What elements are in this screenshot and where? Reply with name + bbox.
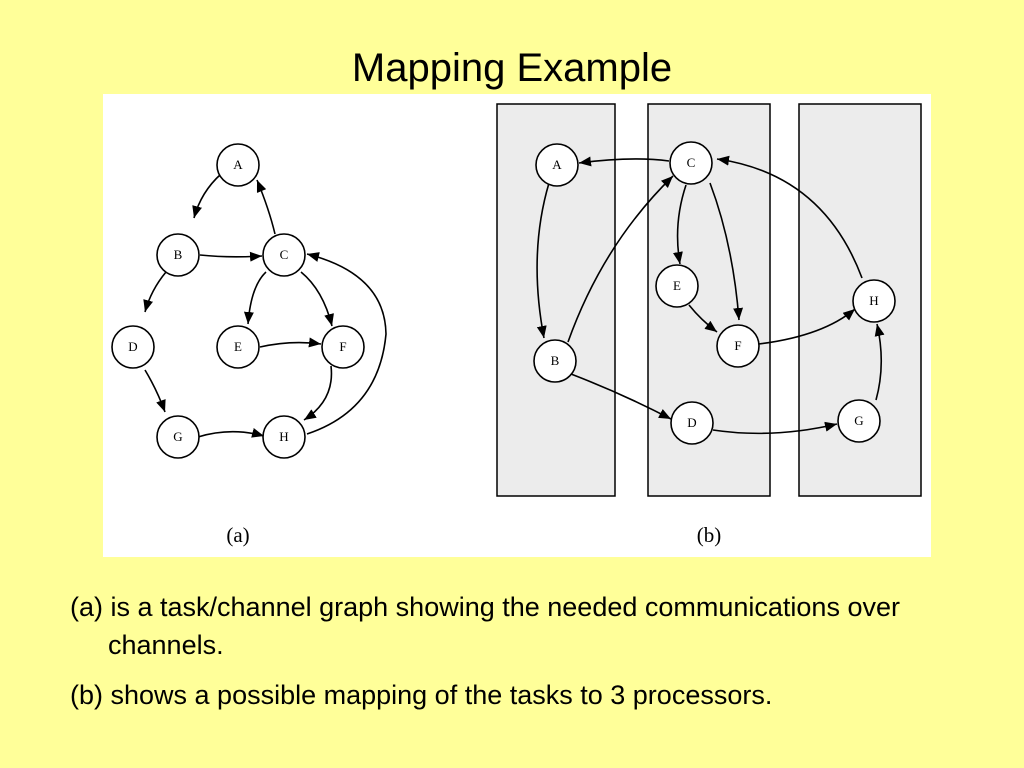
graph-b-node-E: E bbox=[655, 264, 699, 308]
node-circle bbox=[669, 141, 713, 185]
graph-b-node-G: G bbox=[837, 399, 881, 443]
caption-a: (a) bbox=[226, 523, 249, 547]
slide-title: Mapping Example bbox=[351, 46, 673, 90]
edge-a-G-H bbox=[197, 428, 265, 438]
edge-a-H-C bbox=[306, 252, 387, 435]
node-label: D bbox=[687, 415, 696, 430]
edge-a-F-H bbox=[303, 365, 333, 421]
node-circle bbox=[262, 415, 306, 459]
node-label: D bbox=[128, 339, 137, 354]
node-circle bbox=[837, 399, 881, 443]
edge-a-A-B bbox=[192, 173, 222, 219]
node-circle bbox=[670, 401, 714, 445]
node-circle bbox=[533, 339, 577, 383]
graph-b-node-D: D bbox=[670, 401, 714, 445]
node-label: A bbox=[233, 157, 243, 172]
edge-b-C-F bbox=[709, 182, 744, 321]
edge-a-C-F bbox=[300, 271, 334, 327]
graph-b-node-C: C bbox=[669, 141, 713, 185]
node-circle bbox=[111, 325, 155, 369]
graph-b-node-H: H bbox=[852, 279, 896, 323]
graph-a-node-A: A bbox=[216, 143, 260, 187]
node-circle bbox=[716, 324, 760, 368]
node-label: E bbox=[673, 278, 681, 293]
graph-a-node-G: G bbox=[156, 415, 200, 459]
node-label: B bbox=[174, 247, 183, 262]
edge-b-A-B bbox=[536, 182, 550, 339]
graph-b-edges bbox=[536, 155, 885, 435]
edge-b-G-H bbox=[874, 323, 885, 401]
edge-a-E-F bbox=[259, 337, 322, 348]
graph-a-node-F: F bbox=[321, 325, 365, 369]
edge-b-F-H bbox=[758, 308, 856, 345]
node-circle bbox=[535, 143, 579, 187]
node-circle bbox=[655, 264, 699, 308]
node-circle bbox=[156, 415, 200, 459]
node-label: G bbox=[173, 429, 182, 444]
edge-b-E-F bbox=[688, 304, 718, 333]
edge-b-B-D bbox=[570, 373, 672, 420]
node-label: G bbox=[854, 413, 863, 428]
task-graph-figure: A B C D E F G H (a) bbox=[111, 103, 922, 547]
caption-b: (b) bbox=[697, 523, 722, 547]
node-label: H bbox=[279, 429, 288, 444]
graph-a-node-E: E bbox=[216, 325, 260, 369]
node-label: A bbox=[552, 157, 562, 172]
bullet-list: (a) is a task/channel graph showing the … bbox=[70, 588, 990, 726]
edge-a-D-G bbox=[144, 369, 166, 413]
edge-a-C-A bbox=[256, 179, 276, 235]
node-circle bbox=[321, 325, 365, 369]
graph-a-node-H: H bbox=[262, 415, 306, 459]
node-circle bbox=[156, 233, 200, 277]
graph-b-node-A: A bbox=[535, 143, 579, 187]
graph-a-node-B: B bbox=[156, 233, 200, 277]
node-label: F bbox=[339, 339, 346, 354]
node-label: C bbox=[280, 247, 289, 262]
node-circle bbox=[262, 233, 306, 277]
graph-a-edges bbox=[143, 173, 387, 438]
node-label: C bbox=[687, 155, 696, 170]
node-circle bbox=[852, 279, 896, 323]
edge-b-H-C bbox=[716, 155, 863, 279]
edge-b-C-A bbox=[578, 156, 670, 167]
graph-b-node-F: F bbox=[716, 324, 760, 368]
node-label: E bbox=[234, 339, 242, 354]
edge-b-B-C bbox=[567, 175, 674, 343]
node-label: B bbox=[551, 353, 560, 368]
edge-a-B-D bbox=[143, 271, 167, 313]
edge-a-B-C bbox=[199, 251, 263, 262]
node-circle bbox=[216, 143, 260, 187]
graph-a-node-D: D bbox=[111, 325, 155, 369]
node-label: F bbox=[734, 338, 741, 353]
bullet-item-b: (b) shows a possible mapping of the task… bbox=[70, 680, 773, 710]
node-circle bbox=[216, 325, 260, 369]
graph-b-node-B: B bbox=[533, 339, 577, 383]
graph-a-node-C: C bbox=[262, 233, 306, 277]
node-label: H bbox=[869, 293, 878, 308]
figure-panel: A B C D E F G H (a) bbox=[103, 94, 931, 557]
edge-a-C-E bbox=[243, 271, 267, 325]
edge-b-D-G bbox=[712, 421, 838, 435]
edge-b-C-E bbox=[673, 184, 687, 265]
bullet-item-a: (a) is a task/channel graph showing the … bbox=[70, 592, 900, 660]
